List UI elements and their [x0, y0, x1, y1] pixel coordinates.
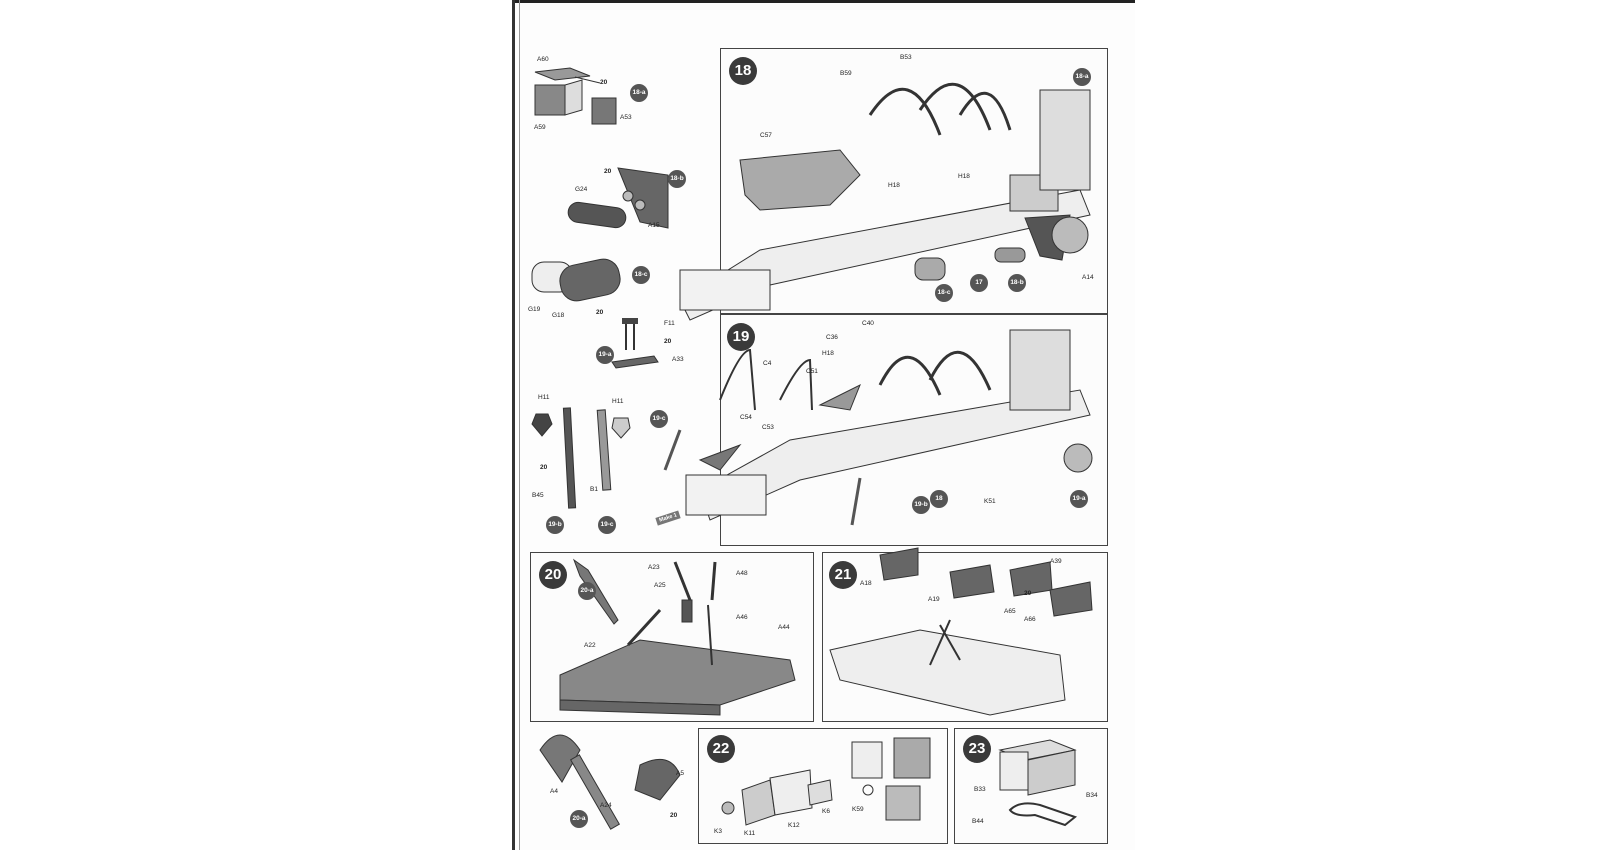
part-label: A60 [537, 56, 549, 63]
part-label: C4 [763, 360, 772, 367]
part-label: A19 [928, 596, 940, 603]
binding-edge [512, 0, 515, 850]
part-label: H18 [888, 182, 900, 189]
part-label: C36 [826, 334, 838, 341]
part-label: B33 [974, 786, 986, 793]
sub-step-badge: 18 [930, 490, 948, 508]
sub-step-badge: 19-a [1070, 490, 1088, 508]
part-label: B53 [900, 54, 912, 61]
part-label: H18 [958, 173, 970, 180]
sub-step-badge: 19-b [912, 496, 930, 514]
sub-step-badge: 19-c [650, 410, 668, 428]
part-label: A33 [672, 356, 684, 363]
paint-code: 20 [670, 812, 678, 819]
part-label: B45 [532, 492, 544, 499]
part-label: K6 [822, 808, 830, 815]
step-number: 20 [539, 561, 567, 589]
part-label: A39 [1050, 558, 1062, 565]
sub-step-badge: 18-a [1073, 68, 1091, 86]
part-label: A25 [654, 582, 666, 589]
sub-step-badge: 18-b [668, 170, 686, 188]
part-label: A46 [736, 614, 748, 621]
sub-step-badge: 19-b [546, 516, 564, 534]
part-label: K59 [852, 806, 864, 813]
part-label: H11 [612, 398, 624, 405]
part-label: B34 [1086, 792, 1098, 799]
part-label: A5 [676, 770, 684, 777]
part-label: H18 [822, 350, 834, 357]
part-label: G19 [528, 306, 541, 313]
part-label: A14 [1082, 274, 1094, 281]
part-label: K12 [788, 822, 800, 829]
part-label: B44 [972, 818, 984, 825]
sub-step-badge: 20-a [578, 582, 596, 600]
sub-step-badge: 18-c [632, 266, 650, 284]
part-label: C54 [740, 414, 752, 421]
step-number: 21 [829, 561, 857, 589]
paint-code: 20 [600, 79, 608, 86]
part-label: C53 [762, 424, 774, 431]
part-label: A4 [550, 788, 558, 795]
part-label: K51 [984, 498, 996, 505]
paint-code: 20 [596, 309, 604, 316]
part-label: A59 [534, 124, 546, 131]
part-label: A66 [1024, 616, 1036, 623]
part-label: K3 [714, 828, 722, 835]
part-label: A48 [736, 570, 748, 577]
step-number: 22 [707, 735, 735, 763]
part-label: C40 [862, 320, 874, 327]
sub-step-badge: 18-c [935, 284, 953, 302]
sub-step-badge: 19-a [596, 346, 614, 364]
sub-step-badge: 18-b [1008, 274, 1026, 292]
part-label: A22 [584, 642, 596, 649]
part-label: A53 [620, 114, 632, 121]
binding-edge-inner [519, 0, 520, 850]
sub-step-badge: 20-a [570, 810, 588, 828]
part-label: B1 [590, 486, 598, 493]
part-label: C51 [806, 368, 818, 375]
paint-code: 20 [1024, 590, 1032, 597]
part-label: A24 [600, 802, 612, 809]
sub-step-badge: 17 [970, 274, 988, 292]
part-label: H11 [538, 394, 550, 401]
part-label: A15 [648, 222, 660, 229]
part-label: A23 [648, 564, 660, 571]
sub-step-badge: 19-c [598, 516, 616, 534]
sub-step-badge: 18-a [630, 84, 648, 102]
paint-code: 20 [664, 338, 672, 345]
part-label: B59 [840, 70, 852, 77]
part-label: C57 [760, 132, 772, 139]
paint-code: 20 [540, 464, 548, 471]
part-label: K11 [744, 830, 756, 837]
part-label: A65 [1004, 608, 1016, 615]
part-label: G24 [575, 186, 588, 193]
paint-code: 20 [604, 168, 612, 175]
step-number: 23 [963, 735, 991, 763]
page-top-rule [513, 0, 1135, 3]
part-label: A18 [860, 580, 872, 587]
step-number: 18 [729, 57, 757, 85]
step-number: 19 [727, 323, 755, 351]
part-label: A44 [778, 624, 790, 631]
part-label: G18 [552, 312, 565, 319]
part-label: F11 [664, 320, 675, 327]
